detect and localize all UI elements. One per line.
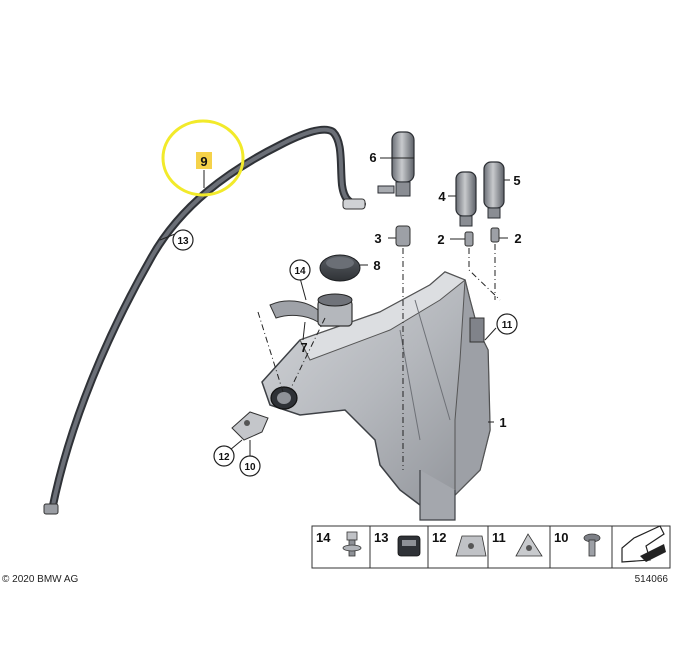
callout-4: 4 xyxy=(438,189,446,204)
table-part-clip-14 xyxy=(342,531,362,557)
washer-pump-4 xyxy=(455,171,477,227)
callout-2-left: 2 xyxy=(437,232,444,247)
hose-line xyxy=(48,125,366,514)
callout-11: 11 xyxy=(502,320,513,331)
table-cell-label-2: 13 xyxy=(374,530,388,545)
callout-5: 5 xyxy=(513,173,520,188)
callout-10: 10 xyxy=(244,462,256,473)
reservoir-filler-neck xyxy=(270,386,298,410)
grommet-3 xyxy=(395,225,411,247)
callout-9: 9 xyxy=(200,154,207,169)
grommet-2-left xyxy=(464,231,474,247)
callout-3: 3 xyxy=(374,231,381,246)
callout-12-circle xyxy=(213,445,235,467)
assembly-lines xyxy=(257,244,501,470)
table-part-screw-10 xyxy=(583,533,601,557)
mounting-bracket xyxy=(231,411,269,441)
table-cell-label-4: 11 xyxy=(492,530,506,545)
table-cell-label-5: 10 xyxy=(554,530,568,545)
table-cell-label-3: 12 xyxy=(432,530,446,545)
callout-10-circle xyxy=(239,455,261,477)
washer-pump-6 xyxy=(377,131,415,197)
parts-table xyxy=(311,525,671,569)
table-part-nut-12 xyxy=(455,535,487,557)
table-part-nut-11 xyxy=(515,533,543,557)
table-cell-label-1: 14 xyxy=(316,530,331,545)
callout-9-box xyxy=(196,152,212,169)
callout-2-right: 2 xyxy=(514,231,521,246)
callout-11-circle xyxy=(496,313,518,335)
callout-14-circle xyxy=(289,259,311,281)
filler-pipe xyxy=(269,293,353,327)
washer-pump-5 xyxy=(483,161,505,219)
table-part-clip-13 xyxy=(397,535,421,557)
diagram-number: 514066 xyxy=(635,574,669,585)
hose-pump-connector xyxy=(342,198,366,210)
washer-fluid-reservoir xyxy=(261,271,491,521)
callout-12: 12 xyxy=(218,452,230,463)
table-arrow-icon xyxy=(621,525,666,563)
callout-1: 1 xyxy=(499,415,506,430)
callout-14: 14 xyxy=(294,266,306,277)
callout-13-circle xyxy=(172,229,194,251)
callout-13: 13 xyxy=(177,236,189,247)
highlight-ring xyxy=(161,119,245,197)
callout-6: 6 xyxy=(369,150,376,165)
hose-end-fitting xyxy=(43,503,59,515)
copyright-text: © 2020 BMW AG xyxy=(2,574,79,585)
grommet-2-right xyxy=(490,227,500,243)
callout-7: 7 xyxy=(300,340,307,355)
callout-8: 8 xyxy=(373,258,380,273)
filler-cap xyxy=(319,254,361,282)
